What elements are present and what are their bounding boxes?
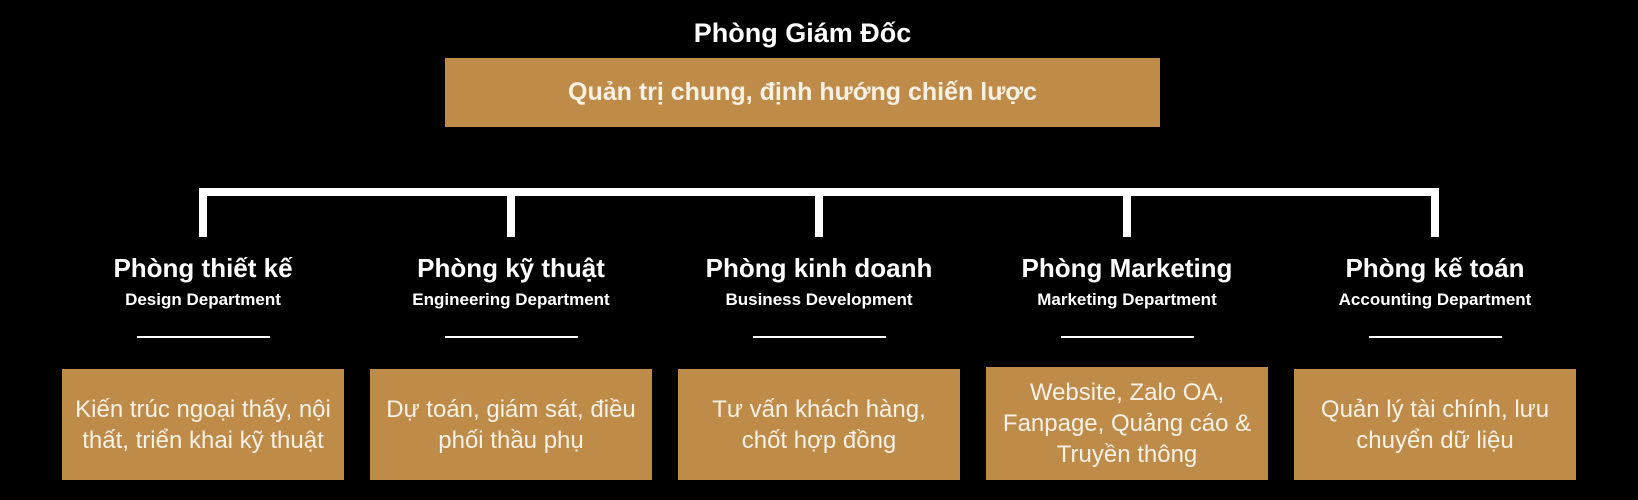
department-underline xyxy=(1368,336,1502,338)
connector-drop xyxy=(1123,188,1131,237)
department-box-label: Quản lý tài chính, lưu chuyển dữ liệu xyxy=(1320,395,1550,454)
connector-drop xyxy=(815,188,823,237)
department-engineering: Phòng kỹ thuật Engineering Department Dự… xyxy=(370,250,652,480)
department-box: Dự toán, giám sát, điều phối thầu phụ xyxy=(370,369,652,480)
department-subtitle: Design Department xyxy=(125,290,281,309)
root-department-title: Phòng Giám Đốc xyxy=(693,18,912,48)
connector-drop xyxy=(199,188,207,237)
department-box-label: Website, Zalo OA, Fanpage, Quảng cáo & T… xyxy=(1002,379,1252,468)
connector-drop xyxy=(1431,188,1439,237)
connector-drop xyxy=(507,188,515,237)
department-title: Phòng Marketing xyxy=(1021,253,1233,283)
department-subtitle: Engineering Department xyxy=(412,290,610,309)
connector-tree xyxy=(199,188,1439,237)
department-accounting: Phòng kế toán Accounting Department Quản… xyxy=(1294,250,1576,480)
department-box: Quản lý tài chính, lưu chuyển dữ liệu xyxy=(1294,369,1576,480)
department-business: Phòng kinh doanh Business Development Tư… xyxy=(678,250,960,480)
root-department-box: Quản trị chung, định hướng chiến lược xyxy=(445,58,1160,127)
department-title: Phòng kế toán xyxy=(1345,253,1525,283)
department-subtitle: Accounting Department xyxy=(1338,290,1532,309)
department-box-label: Dự toán, giám sát, điều phối thầu phụ xyxy=(386,395,636,454)
department-box-label: Kiến trúc ngoại thấy, nội thất, triển kh… xyxy=(75,395,331,454)
department-title: Phòng kỹ thuật xyxy=(417,253,605,283)
department-underline xyxy=(752,336,886,338)
department-subtitle: Business Development xyxy=(725,290,913,309)
department-box-label: Tư vấn khách hàng, chốt hợp đồng xyxy=(712,395,926,454)
department-underline xyxy=(136,336,270,338)
department-underline xyxy=(444,336,578,338)
department-title: Phòng thiết kế xyxy=(113,253,293,283)
department-subtitle: Marketing Department xyxy=(1037,290,1217,309)
department-title: Phòng kinh doanh xyxy=(705,253,933,283)
department-marketing: Phòng Marketing Marketing Department Web… xyxy=(986,250,1268,480)
department-underline xyxy=(1060,336,1194,338)
department-box: Kiến trúc ngoại thấy, nội thất, triển kh… xyxy=(62,369,344,480)
root-department-box-label: Quản trị chung, định hướng chiến lược xyxy=(568,78,1037,106)
department-box: Tư vấn khách hàng, chốt hợp đồng xyxy=(678,369,960,480)
department-box: Website, Zalo OA, Fanpage, Quảng cáo & T… xyxy=(986,367,1268,480)
department-design: Phòng thiết kế Design Department Kiến tr… xyxy=(62,250,344,480)
department-row: Phòng thiết kế Design Department Kiến tr… xyxy=(62,250,1576,480)
